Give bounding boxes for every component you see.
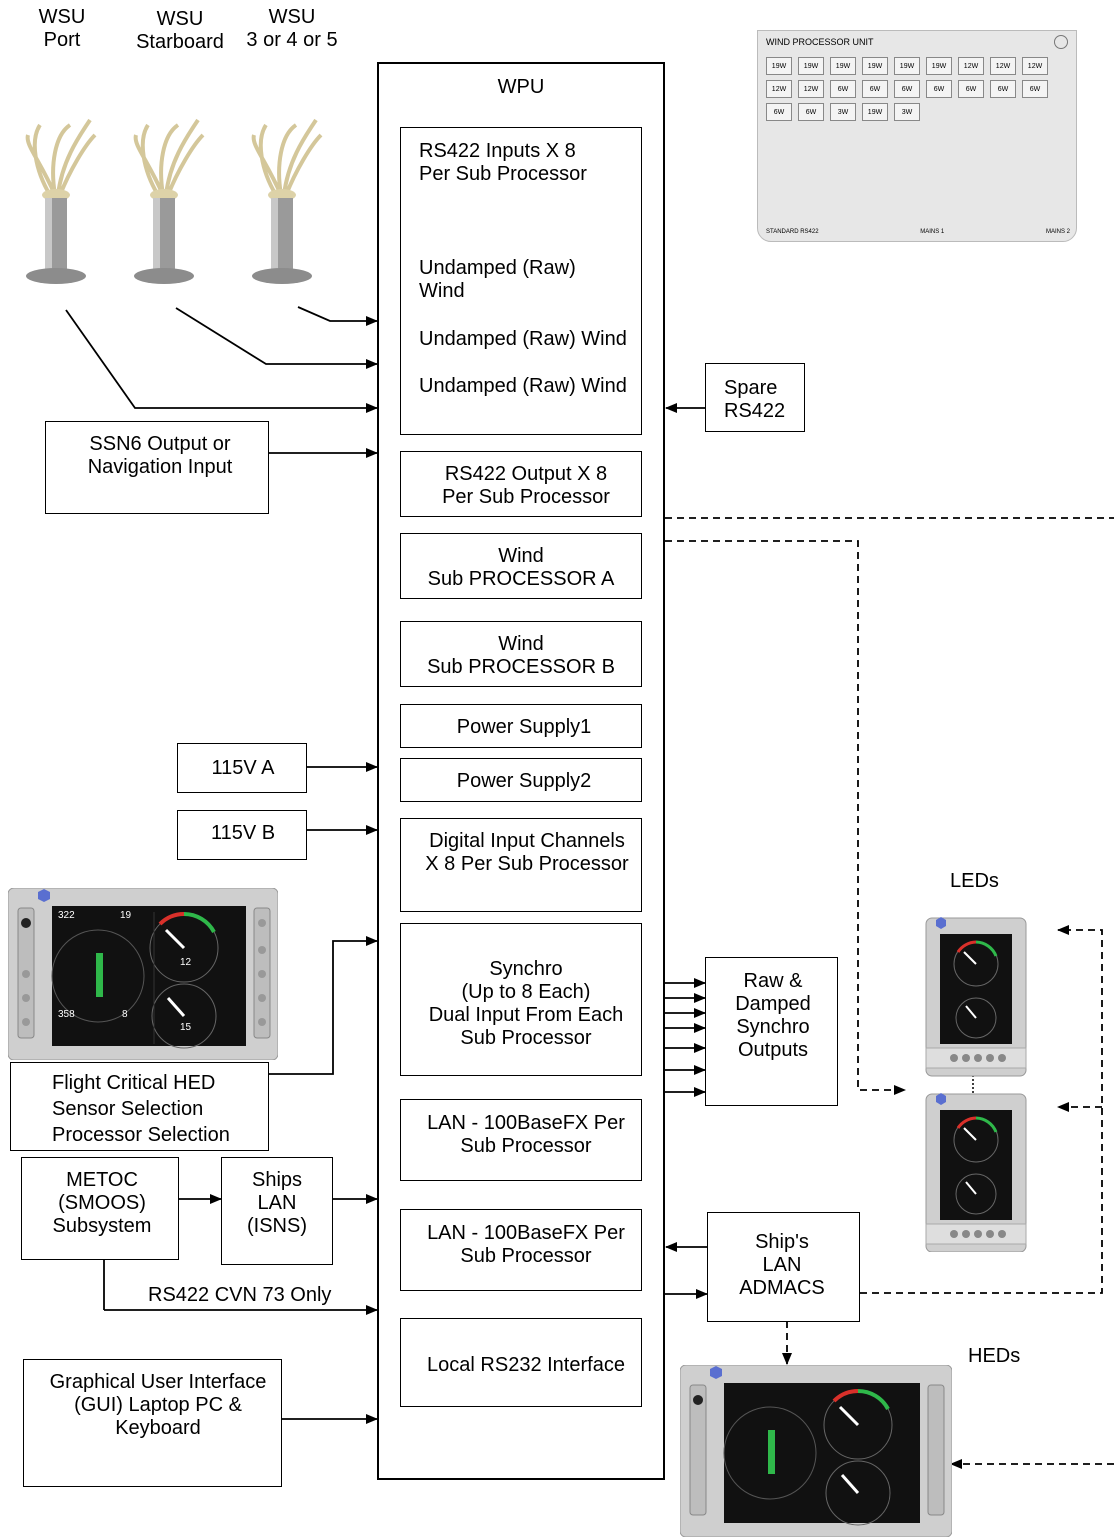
panel-connector: 6W — [1022, 80, 1048, 98]
sensor-label-port: WSU Port — [38, 6, 86, 51]
hed-bottom-right: 8 — [122, 1009, 128, 1020]
rs232-box — [400, 1318, 642, 1407]
ships-lan-admacs-label: Ship's LAN ADMACS — [739, 1231, 825, 1299]
rs422-output-label: RS422 Output X 8 Per Sub Processor — [442, 463, 610, 508]
power-supply-2-box — [400, 758, 642, 802]
footer-mains2: MAINS 2 — [1045, 229, 1070, 235]
wind-sensor-icon — [25, 118, 97, 284]
lan-box-2 — [400, 1209, 642, 1291]
wpu-panel-gear-icon — [1054, 35, 1068, 49]
hed-gauge-bottom-value: 15 — [180, 1022, 192, 1033]
115v-a-label: 115V A — [211, 757, 275, 779]
rs232-label: Local RS232 Interface — [427, 1354, 625, 1376]
wpu-panel-footer: STANDARD RS422 MAINS 1 MAINS 2 — [766, 229, 1070, 235]
panel-connector: 19W — [894, 57, 920, 75]
sub-processor-b-box — [400, 621, 642, 687]
hed-readout-left: 322 — [58, 910, 75, 921]
rs422-cvn73-note: RS422 CVN 73 Only — [148, 1284, 332, 1306]
leds-label: LEDs — [950, 870, 999, 892]
synchro-label: Synchro (Up to 8 Each) Dual Input From E… — [428, 958, 624, 1049]
panel-connector: 19W — [766, 57, 792, 75]
undamped-wind-1: Undamped (Raw) Wind — [419, 257, 576, 302]
panel-connector: 6W — [894, 80, 920, 98]
lan-label-1: LAN - 100BaseFX Per Sub Processor — [427, 1112, 625, 1157]
hed-readout-right: 19 — [120, 910, 132, 921]
panel-connector: 6W — [990, 80, 1016, 98]
hed-caption-box — [10, 1062, 269, 1151]
metoc-label: METOC (SMOOS) Subsystem — [52, 1169, 152, 1237]
wind-sensor-icons — [25, 118, 323, 286]
gui-laptop-box — [23, 1359, 282, 1487]
panel-connector: 19W — [862, 103, 888, 121]
synchro-outputs-label: Raw & Damped Synchro Outputs — [735, 970, 811, 1061]
metoc-box — [21, 1157, 179, 1260]
undamped-wind-2: Undamped (Raw) Wind — [419, 328, 627, 350]
wpu-front-panel: WIND PROCESSOR UNIT 19W 19W 19W 19W 19W 19W 12… — [757, 30, 1077, 242]
ships-lan-admacs-box — [707, 1212, 860, 1322]
power-supply-1-box — [400, 704, 642, 748]
undamped-wind-3: Undamped (Raw) Wind — [419, 375, 627, 397]
panel-connector: 6W — [862, 80, 888, 98]
wpu-panel-title: WIND PROCESSOR UNIT — [766, 37, 874, 47]
power-supply-1-label: Power Supply1 — [456, 716, 592, 738]
spare-rs422-box — [705, 363, 805, 432]
115v-b-label: 115V B — [210, 822, 276, 844]
panel-connector: 6W — [830, 80, 856, 98]
lan-box-1 — [400, 1099, 642, 1181]
flight-critical-hed-display: 322 19 358 8 12 15 — [7, 887, 279, 1061]
heds-label: HEDs — [968, 1345, 1021, 1367]
wpu-title: WPU — [497, 76, 545, 98]
hed-gauge-top-value: 12 — [180, 957, 192, 968]
hed-caption-label: Flight Critical HED Sensor Selection Pro… — [52, 1072, 230, 1146]
ssn6-box — [45, 421, 269, 514]
115v-a-box — [177, 743, 307, 793]
hed-bottom-left: 358 — [58, 1009, 75, 1020]
rs422-inputs-header: RS422 Inputs X 8 Per Sub Processor — [419, 140, 587, 185]
ships-lan-isns-box — [221, 1157, 333, 1265]
spare-rs422-label: Spare RS422 — [724, 377, 786, 422]
footer-mains1: MAINS 1 — [920, 229, 945, 235]
led-display-units — [924, 917, 1028, 1252]
115v-b-box — [177, 810, 307, 860]
panel-connector: 3W — [830, 103, 856, 121]
ssn6-label: SSN6 Output or Navigation Input — [87, 433, 233, 478]
sub-processor-a-label: Wind Sub PROCESSOR A — [427, 545, 615, 590]
panel-connector: 12W — [958, 57, 984, 75]
panel-connector: 3W — [894, 103, 920, 121]
hed-display-bottom — [680, 1365, 952, 1537]
digital-input-label: Digital Input Channels X 8 Per Sub Proce… — [425, 830, 629, 875]
panel-connector: 19W — [830, 57, 856, 75]
led-display-icon — [925, 917, 1027, 1077]
panel-connector: 6W — [958, 80, 984, 98]
panel-connector: 12W — [798, 80, 824, 98]
power-supply-2-label: Power Supply2 — [456, 770, 592, 792]
panel-connector: 12W — [990, 57, 1016, 75]
rs422-output-box — [400, 451, 642, 517]
panel-connector: 6W — [798, 103, 824, 121]
sub-processor-a-box — [400, 533, 642, 599]
wpu-panel-connectors: 19W 19W 19W 19W 19W 19W 12W 12W 12W 12W 12W 6W 6W 6W 6… — [766, 57, 1070, 217]
hed-display-graphic — [7, 887, 279, 1061]
gui-laptop-label: Graphical User Interface (GUI) Laptop PC… — [49, 1371, 267, 1439]
panel-connector: 19W — [926, 57, 952, 75]
panel-connector: 6W — [926, 80, 952, 98]
synchro-box — [400, 923, 642, 1076]
footer-standard: STANDARD RS422 — [766, 229, 819, 235]
digital-input-box — [400, 818, 642, 912]
panel-connector: 12W — [1022, 57, 1048, 75]
panel-connector: 19W — [798, 57, 824, 75]
lan-label-2: LAN - 100BaseFX Per Sub Processor — [427, 1222, 625, 1267]
sensor-label-starboard: WSU Starboard — [136, 8, 224, 53]
ships-lan-isns-label: Ships LAN (ISNS) — [247, 1169, 307, 1237]
panel-connector: 12W — [766, 80, 792, 98]
synchro-outputs-box — [705, 957, 838, 1106]
rs422-inputs-box — [400, 127, 642, 435]
sub-processor-b-label: Wind Sub PROCESSOR B — [427, 633, 615, 678]
panel-connector: 19W — [862, 57, 888, 75]
panel-connector: 6W — [766, 103, 792, 121]
sensor-label-third: WSU 3 or 4 or 5 — [246, 6, 338, 51]
